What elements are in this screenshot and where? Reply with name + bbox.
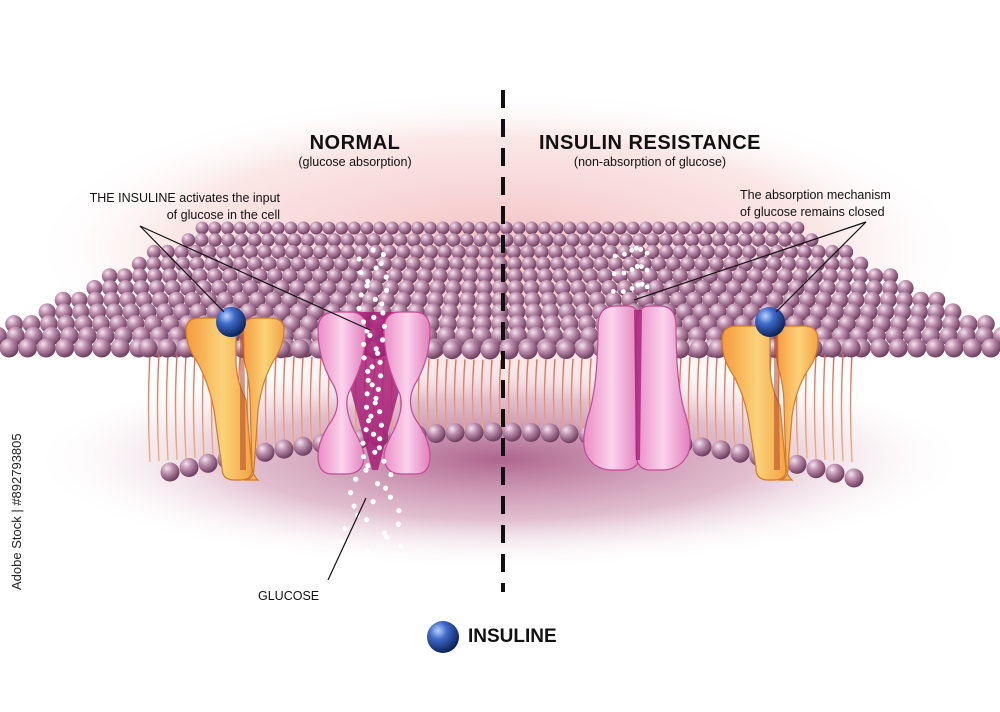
note-mechanism-closed: The absorption mechanism of glucose rema… [740,187,990,221]
glucose-channel-closed [584,306,691,470]
normal-subtitle: (glucose absorption) [270,155,440,169]
normal-title: NORMAL [300,132,410,155]
stock-id: Adobe Stock | #892793805 [9,433,24,590]
note-mechanism-line-1: The absorption mechanism [740,187,990,204]
resistance-subtitle: (non-absorption of glucose) [545,155,755,169]
glucose-label: GLUCOSE [258,588,319,605]
legend-insuline-label: INSULINE [468,626,557,648]
resistance-title: INSULIN RESISTANCE [525,132,775,155]
insuline-sphere-icon [427,621,459,653]
note-insuline-line-1: THE INSULINE activates the input [30,190,280,207]
insuline-molecule-normal [216,307,246,337]
note-insuline-line-2: of glucose in the cell [30,207,280,224]
note-mechanism-line-2: of glucose remains closed [740,204,990,221]
insuline-molecule-resistance [755,307,785,337]
note-insuline-activates: THE INSULINE activates the input of gluc… [30,190,280,224]
